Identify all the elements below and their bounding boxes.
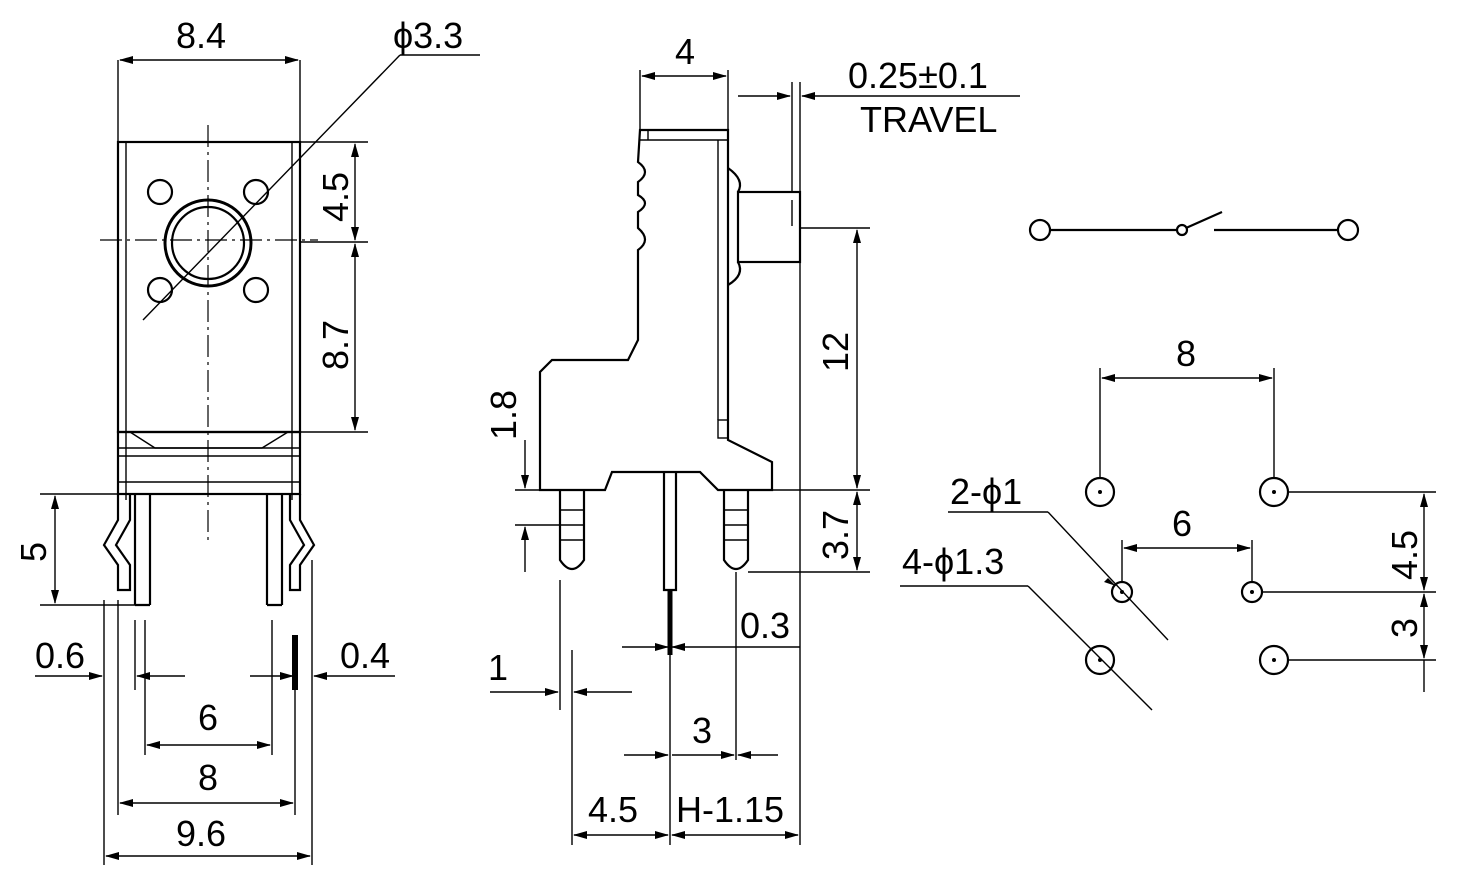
front-view: ϕ3.3 8.4 4.5 8.7 5 — [13, 15, 480, 865]
front-pins — [102, 494, 316, 690]
dim-lower-label: 8.7 — [315, 320, 356, 370]
side-view: 4 0.25±0.1 TRAVEL 12 3.7 1.8 0.3 1 — [483, 31, 1020, 845]
pin-spacing-label: 3 — [692, 710, 712, 751]
pin-pitch-inner-label: 6 — [198, 697, 218, 738]
side-housing — [538, 128, 774, 492]
switch-schematic — [1028, 210, 1360, 242]
pcb-layout: 8 6 2-ϕ1 4-ϕ1.3 4.5 3 — [900, 333, 1436, 711]
pcb-hole-3 — [1084, 644, 1116, 676]
width-top-label: 8.4 — [176, 15, 226, 56]
mount-hole-br — [242, 276, 270, 304]
row-spacing-label: 8 — [1176, 333, 1196, 374]
travel-label: TRAVEL — [860, 99, 997, 140]
dim-upper-label: 4.5 — [315, 172, 356, 222]
front-base-band — [116, 430, 302, 496]
schematic-terminal-left — [1028, 218, 1052, 242]
hole-label-large: 4-ϕ1.3 — [902, 541, 1004, 582]
side-actuator — [736, 190, 802, 264]
mount-hole-bl — [146, 276, 174, 304]
height-actuator-label: 12 — [815, 332, 856, 372]
step-height-label: 1.8 — [483, 390, 524, 440]
vertical-upper-label: 4.5 — [1384, 530, 1425, 580]
hole-label-small: 2-ϕ1 — [950, 471, 1022, 512]
pin-width-left-label: 0.6 — [35, 635, 85, 676]
actuator-width-label: 4 — [675, 31, 695, 72]
actuator-outer — [163, 198, 253, 288]
width-bottom-label: 9.6 — [176, 813, 226, 854]
pin-length-label: 3.7 — [815, 510, 856, 560]
travel-value-label: 0.25±0.1 — [848, 55, 988, 96]
mount-hole-tr — [242, 178, 270, 206]
actuator-inner — [170, 205, 246, 281]
pin-pitch-mid-label: 8 — [198, 757, 218, 798]
base-offset-label: 4.5 — [588, 789, 638, 830]
mount-hole-tl — [146, 178, 174, 206]
hole-spacing-label: 6 — [1172, 503, 1192, 544]
pin-offset-label: 1 — [488, 647, 508, 688]
schematic-terminal-right — [1336, 218, 1360, 242]
vertical-lower-label: 3 — [1384, 618, 1425, 638]
hole-diameter-label: ϕ3.3 — [393, 15, 463, 56]
pin-height-label: 5 — [13, 542, 54, 562]
pin-width-right-label: 0.4 — [340, 635, 390, 676]
pin-thickness-label: 0.3 — [740, 605, 790, 646]
height-formula-label: H-1.15 — [676, 789, 784, 830]
side-pins — [558, 472, 750, 655]
